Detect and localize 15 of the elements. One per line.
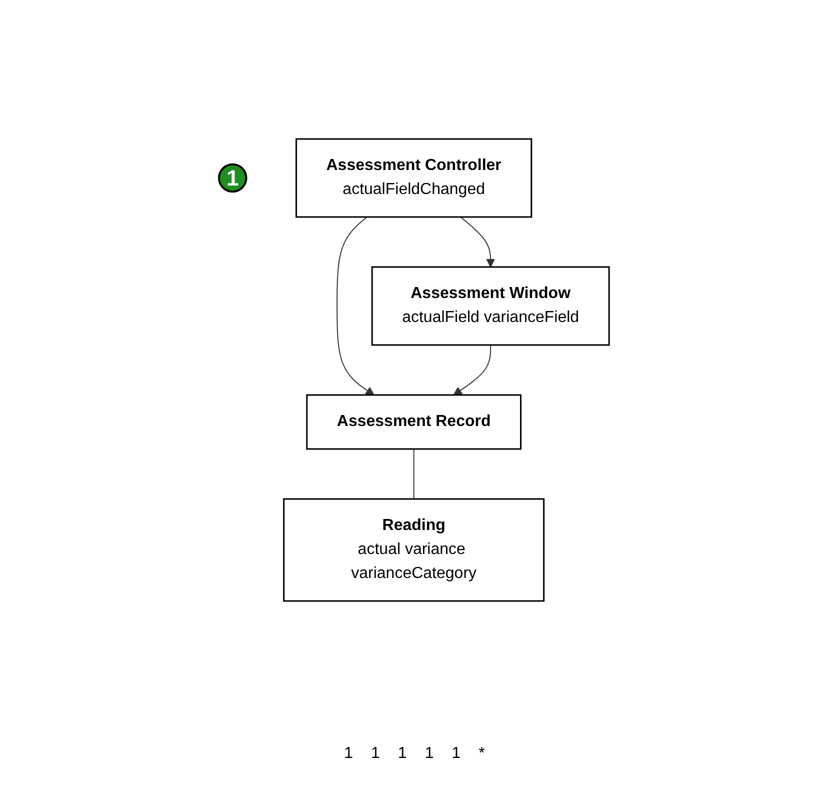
node-box: Assessment Record [306, 394, 522, 450]
multiplicity-label: * [478, 745, 485, 763]
multiplicity-label: 1 [452, 745, 461, 763]
arrow [460, 216, 496, 268]
connector [414, 448, 415, 500]
multiplicity-label: 1 [424, 745, 434, 763]
multiplicity-label: 1 [344, 745, 354, 763]
arrow [454, 344, 492, 396]
multiplicity-label: 1 [398, 745, 407, 763]
arrow [337, 216, 375, 396]
multiplicity-label: 1 [371, 745, 380, 763]
node-box: Assessment Controller actualFieldChanged [296, 138, 533, 218]
node-circle: 1 [218, 163, 248, 193]
node-box: Reading actual variance varianceCategory [284, 498, 546, 602]
node-box: Assessment Window actualField varianceField [372, 266, 610, 346]
